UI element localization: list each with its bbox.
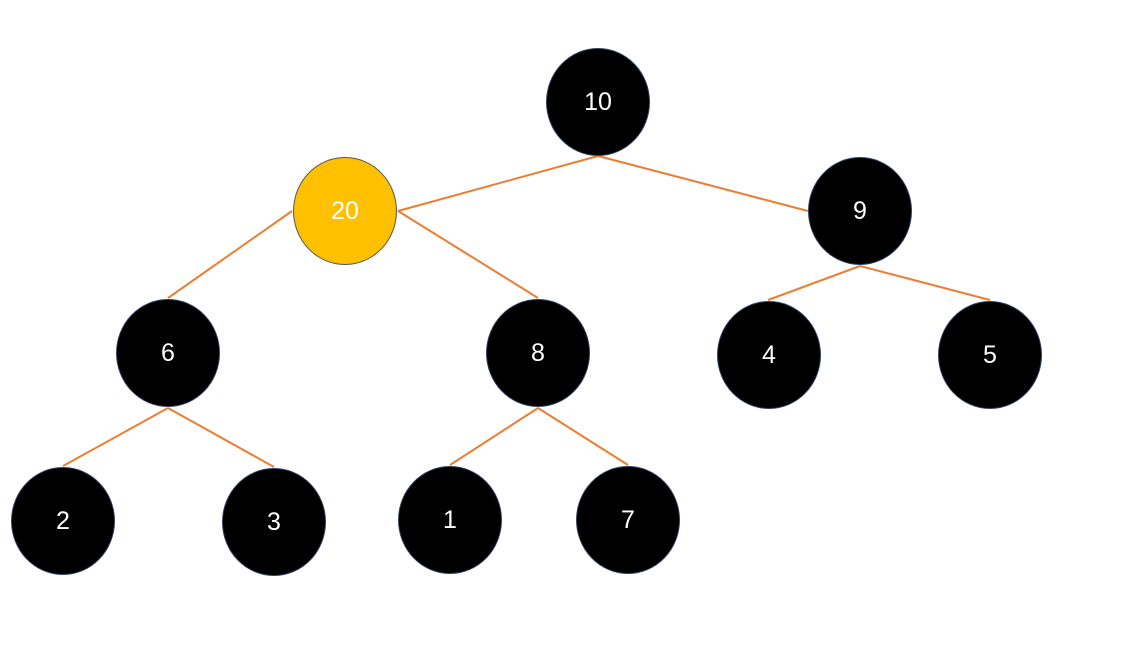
node-label: 20 [331,196,359,225]
node-3: 3 [222,468,326,576]
node-label: 4 [762,340,776,369]
node-label: 2 [56,506,70,535]
node-label: 8 [531,338,545,367]
node-10: 10 [546,48,650,156]
node-8: 8 [486,299,590,407]
edge-6-2 [62,407,169,467]
edge-6-3 [167,407,275,468]
node-label: 10 [584,87,612,116]
node-20-highlighted: 20 [293,157,397,265]
node-1: 1 [398,466,502,574]
edge-20-8 [397,210,539,299]
node-4: 4 [717,301,821,409]
edge-8-1 [449,407,539,466]
node-6: 6 [116,299,220,407]
edge-10-20 [397,155,599,212]
node-9: 9 [808,157,912,265]
node-label: 9 [853,196,867,225]
edge-10-9 [597,155,809,212]
node-5: 5 [938,301,1042,409]
node-label: 7 [621,505,635,534]
node-label: 3 [267,507,281,536]
edge-8-7 [537,407,629,466]
edge-20-6 [167,210,293,299]
node-label: 6 [161,338,175,367]
edge-9-4 [767,265,861,301]
node-7: 7 [576,466,680,574]
edge-9-5 [859,265,991,301]
node-label: 1 [443,505,457,534]
node-label: 5 [983,340,997,369]
node-2: 2 [11,467,115,575]
